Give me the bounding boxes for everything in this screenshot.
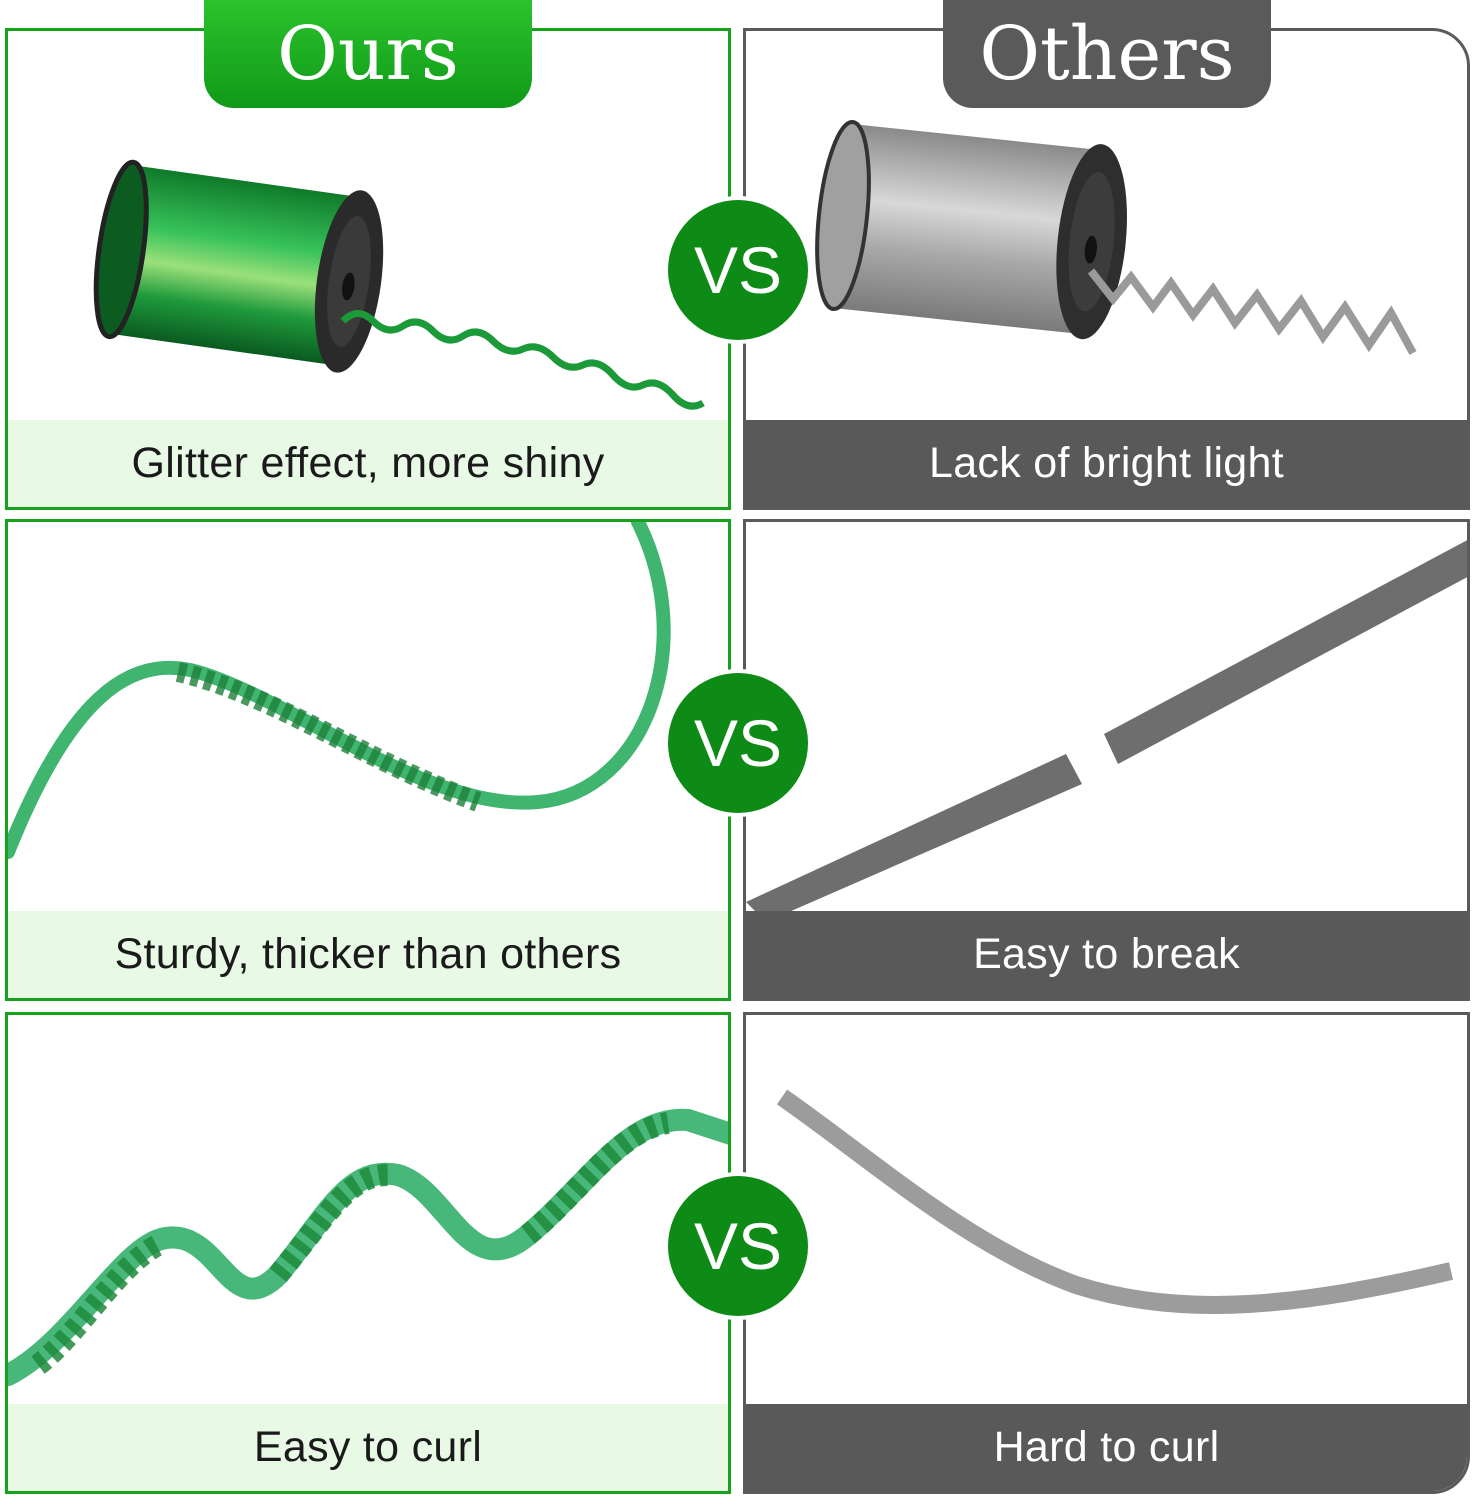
gray-ribbon-spool-image bbox=[815, 120, 1417, 355]
ours-panel-shine: Glitter effect, more shiny bbox=[5, 28, 731, 510]
ours-caption-shine: Glitter effect, more shiny bbox=[8, 420, 728, 507]
ours-panel-curl: Easy to curl bbox=[5, 1012, 731, 1494]
ours-header: Ours bbox=[204, 0, 532, 108]
curled-green-ribbon-image bbox=[8, 1108, 728, 1386]
green-ribbon-strand-image bbox=[8, 522, 671, 859]
others-caption-curl: Hard to curl bbox=[746, 1404, 1467, 1491]
ours-caption-sturdy: Sturdy, thicker than others bbox=[8, 911, 728, 998]
others-panel-sturdy: Easy to break bbox=[743, 519, 1470, 1001]
vs-badge-shine: VS bbox=[668, 200, 808, 340]
vs-badge-sturdy: VS bbox=[668, 673, 808, 813]
ours-caption-curl: Easy to curl bbox=[8, 1404, 728, 1491]
broken-gray-ribbon-image bbox=[746, 540, 1467, 922]
others-panel-shine: Lack of bright light bbox=[743, 28, 1470, 510]
vs-badge-curl: VS bbox=[668, 1176, 808, 1316]
others-panel-curl: Hard to curl bbox=[743, 1012, 1470, 1494]
others-caption-shine: Lack of bright light bbox=[746, 420, 1467, 507]
green-ribbon-spool-image bbox=[93, 159, 705, 410]
uncurled-gray-ribbon-image bbox=[776, 1089, 1454, 1314]
others-header: Others bbox=[943, 0, 1271, 108]
ours-panel-sturdy: Sturdy, thicker than others bbox=[5, 519, 731, 1001]
others-caption-sturdy: Easy to break bbox=[746, 911, 1467, 998]
